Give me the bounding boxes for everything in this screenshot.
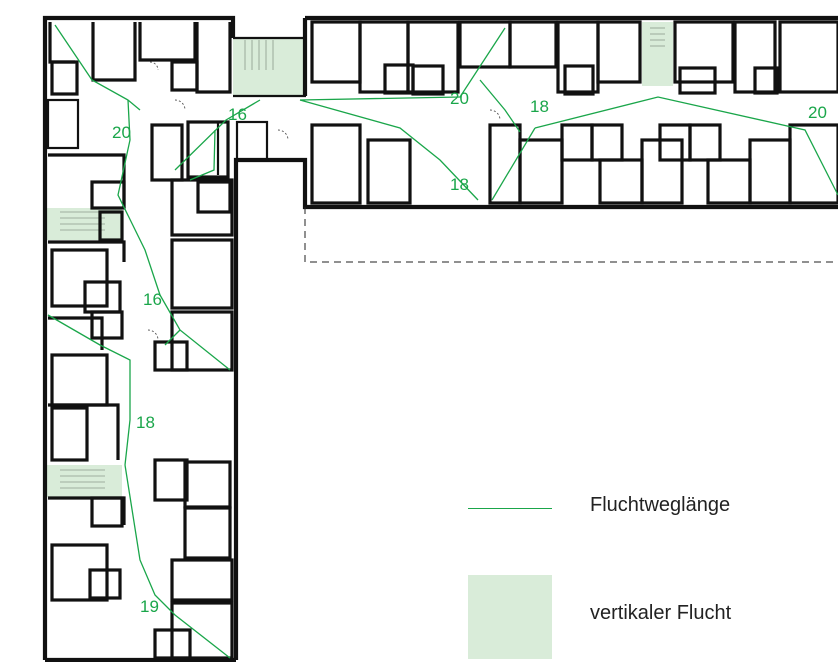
legend-stair-label: vertikaler Flucht — [590, 602, 732, 624]
route-length-label: 18 — [530, 97, 549, 116]
dashed-boundary — [304, 207, 838, 263]
building-outline — [42, 15, 838, 662]
route-length-label: 18 — [136, 413, 155, 432]
route-labels: 20 16 20 18 20 18 16 18 19 — [112, 89, 827, 616]
legend-route-swatch — [468, 508, 552, 509]
route-length-label: 20 — [112, 123, 131, 142]
stair-core-top-left — [233, 38, 306, 96]
legend-stair-swatch — [468, 575, 552, 659]
rooms-left-wing — [46, 22, 234, 660]
route-length-label: 16 — [143, 290, 162, 309]
route-length-label: 20 — [450, 89, 469, 108]
route-length-label: 18 — [450, 175, 469, 194]
stair-core-top-right — [642, 22, 673, 86]
route-length-label: 20 — [808, 103, 827, 122]
legend-route-label: Fluchtweglänge — [590, 494, 731, 516]
door-swings — [147, 61, 501, 341]
route-length-label: 16 — [228, 105, 247, 124]
escape-routes — [47, 24, 838, 659]
rooms-top-wing — [235, 20, 838, 205]
route-length-label: 19 — [140, 597, 159, 616]
stair-cores — [46, 22, 673, 497]
